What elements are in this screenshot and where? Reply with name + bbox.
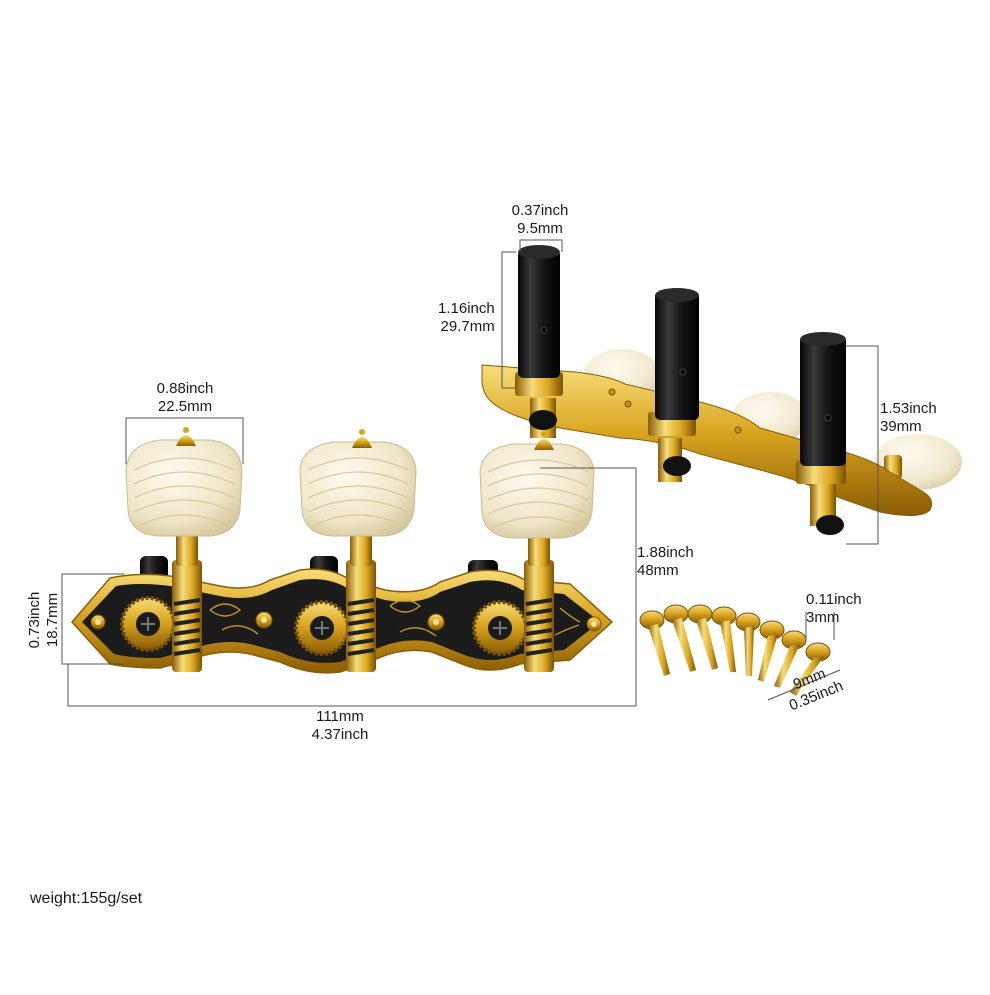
knob-width-label: 0.88inch 22.5mm: [140, 380, 230, 416]
mounting-screws: [639, 604, 831, 696]
front-length-mm: 111mm: [316, 708, 364, 725]
front-length-label: 111mm 4.37inch: [290, 708, 390, 744]
screw-diameter-mm: 3mm: [806, 609, 840, 626]
ebony-rollers: [518, 245, 846, 466]
dimension-lines: [61, 239, 879, 707]
front-height-label: 1.88inch 48mm: [637, 544, 694, 580]
knob-width-mm: 22.5mm: [157, 398, 213, 415]
back-tuner: [481, 245, 962, 535]
roller-diameter-inch: 0.37inch: [511, 202, 569, 219]
roller-diameter-mm: 9.5mm: [517, 220, 563, 237]
worm-shafts: [172, 560, 554, 672]
roller-diameter-label: 0.37inch 9.5mm: [495, 202, 585, 238]
screw-diameter-inch: 0.11inch: [806, 591, 862, 608]
front-length-inch: 4.37inch: [311, 726, 369, 743]
front-height-inch: 1.88inch: [637, 544, 694, 561]
back-height-mm: 39mm: [880, 418, 922, 435]
back-gear-posts: [529, 398, 844, 535]
plate-height-label: 0.73inch 18.7mm: [26, 575, 62, 665]
plate-height-mm: 18.7mm: [44, 592, 61, 648]
back-height-inch: 1.53inch: [880, 400, 937, 417]
plate-height-inch: 0.73inch: [26, 591, 43, 649]
weight-label: weight:155g/set: [30, 890, 143, 907]
roller-length-inch: 1.16inch: [438, 300, 495, 317]
back-height-label: 1.53inch 39mm: [880, 400, 937, 436]
knob-width-inch: 0.88inch: [156, 380, 214, 397]
roller-length-label: 1.16inch 29.7mm: [438, 300, 495, 336]
front-tuner: [70, 427, 614, 674]
front-height-mm: 48mm: [637, 562, 679, 579]
cream-knobs: [125, 439, 595, 539]
roller-length-mm: 29.7mm: [440, 318, 495, 335]
screw-diameter-label: 0.11inch 3mm: [806, 591, 862, 627]
